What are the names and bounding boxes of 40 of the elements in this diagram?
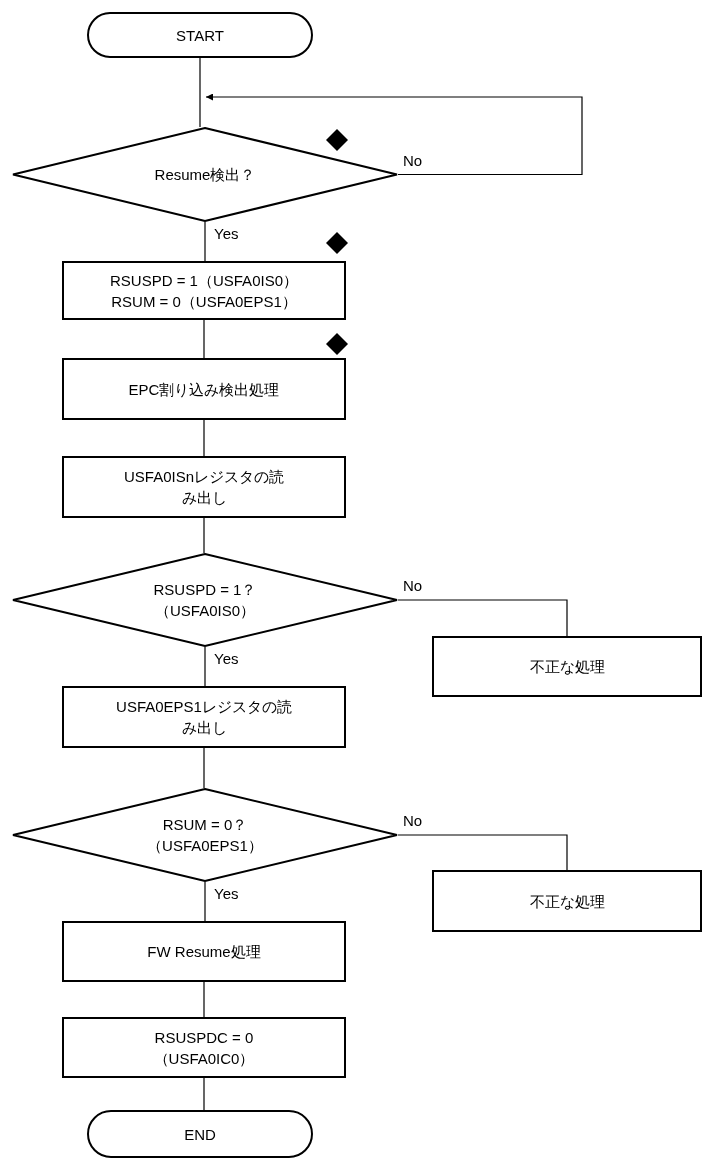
process-box: [62, 686, 346, 748]
connector-line: [203, 981, 205, 1018]
node-text: RSUSPD = 1？（USFA0IS0）: [152, 580, 258, 621]
process-box: [432, 636, 702, 697]
decision-diamond: [12, 127, 398, 222]
connector-line: [203, 319, 205, 359]
connector-line: [397, 834, 568, 871]
node-text: FW Resume処理: [147, 942, 261, 962]
node-text: START: [176, 25, 224, 46]
node-text: RSUSPD = 1（USFA0IS0）: [110, 270, 298, 291]
connector-line: [203, 419, 205, 457]
node-text: USFA0ISnレジスタの読み出し: [122, 467, 285, 508]
process-box: [62, 358, 346, 420]
node-text: USFA0EPS1レジスタの読み出し: [115, 697, 293, 738]
connector-line: [397, 599, 568, 637]
node-text: 不正な処理: [529, 891, 605, 912]
decision-diamond: [12, 553, 398, 647]
connector-line: [199, 57, 201, 128]
connector-line: [204, 881, 206, 922]
connector-line: [203, 517, 205, 554]
node-text: 不正な処理: [529, 657, 605, 677]
terminal-box: [87, 1110, 313, 1158]
connector-line: [204, 221, 206, 262]
process-box: [62, 456, 346, 518]
node-text: Resume検出？: [154, 165, 256, 185]
node-text: RSUM = 0？（USFA0EPS1）: [146, 815, 264, 856]
process-box: [62, 261, 346, 320]
node-text: RSUM = 0（USFA0EPS1）: [111, 291, 297, 312]
arrow: [205, 93, 583, 176]
node-text: RSUSPDC = 0 （USFA0IC0）: [152, 1027, 256, 1069]
connector-line: [204, 646, 206, 687]
process-box: [62, 921, 346, 982]
process-box: [62, 1017, 346, 1078]
node-text: END: [184, 1124, 216, 1145]
process-box: [432, 870, 702, 932]
terminal-box: [87, 12, 313, 58]
connector-line: [203, 747, 205, 789]
decision-diamond: [12, 788, 398, 882]
node-text: EPC割り込み検出処理: [128, 379, 280, 400]
connector-line: [203, 1077, 205, 1111]
